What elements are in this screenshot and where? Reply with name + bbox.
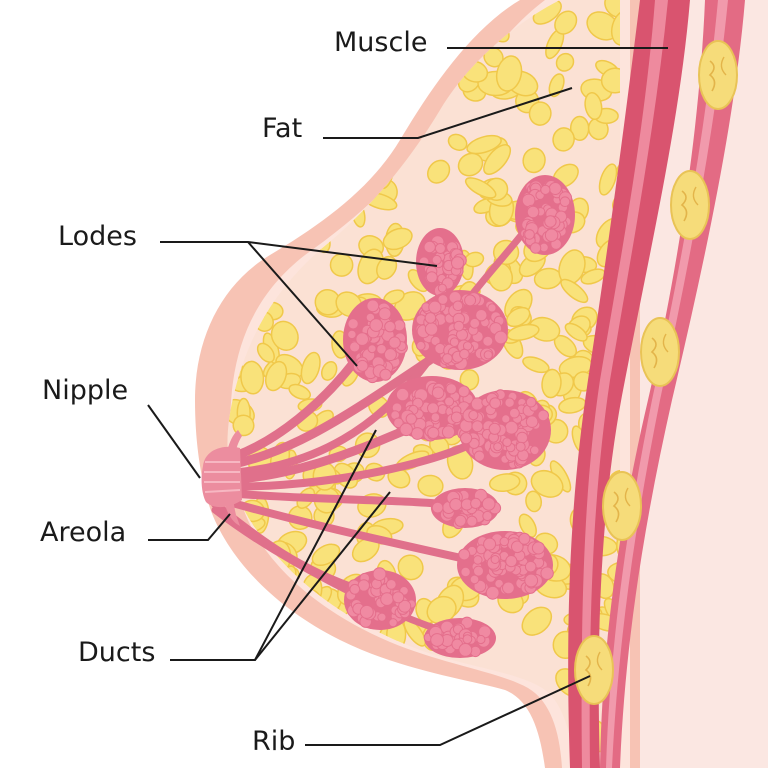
lodes-leader-line-b <box>247 241 358 367</box>
intercostal-muscle <box>600 0 745 768</box>
label-fat: Fat <box>262 113 303 144</box>
label-areola: Areola <box>40 517 127 548</box>
label-nipple: Nipple <box>42 375 129 406</box>
label-lodes: Lodes <box>58 221 137 252</box>
ducts-leader-line-b <box>254 491 391 661</box>
areola-leader-line <box>148 513 231 541</box>
leader-lines <box>147 47 668 746</box>
nipple-leader-line <box>147 404 201 479</box>
label-ducts: Ducts <box>78 637 156 668</box>
fat-leader-line <box>323 87 573 139</box>
rib-leader-line <box>305 675 591 746</box>
label-rib: Rib <box>252 726 296 757</box>
label-muscle: Muscle <box>334 27 428 58</box>
nipple <box>201 446 242 508</box>
ribs <box>574 40 738 705</box>
lobules <box>343 175 575 658</box>
pectoral-muscle-outer <box>568 0 690 768</box>
nipple-duct-openings <box>204 461 241 493</box>
